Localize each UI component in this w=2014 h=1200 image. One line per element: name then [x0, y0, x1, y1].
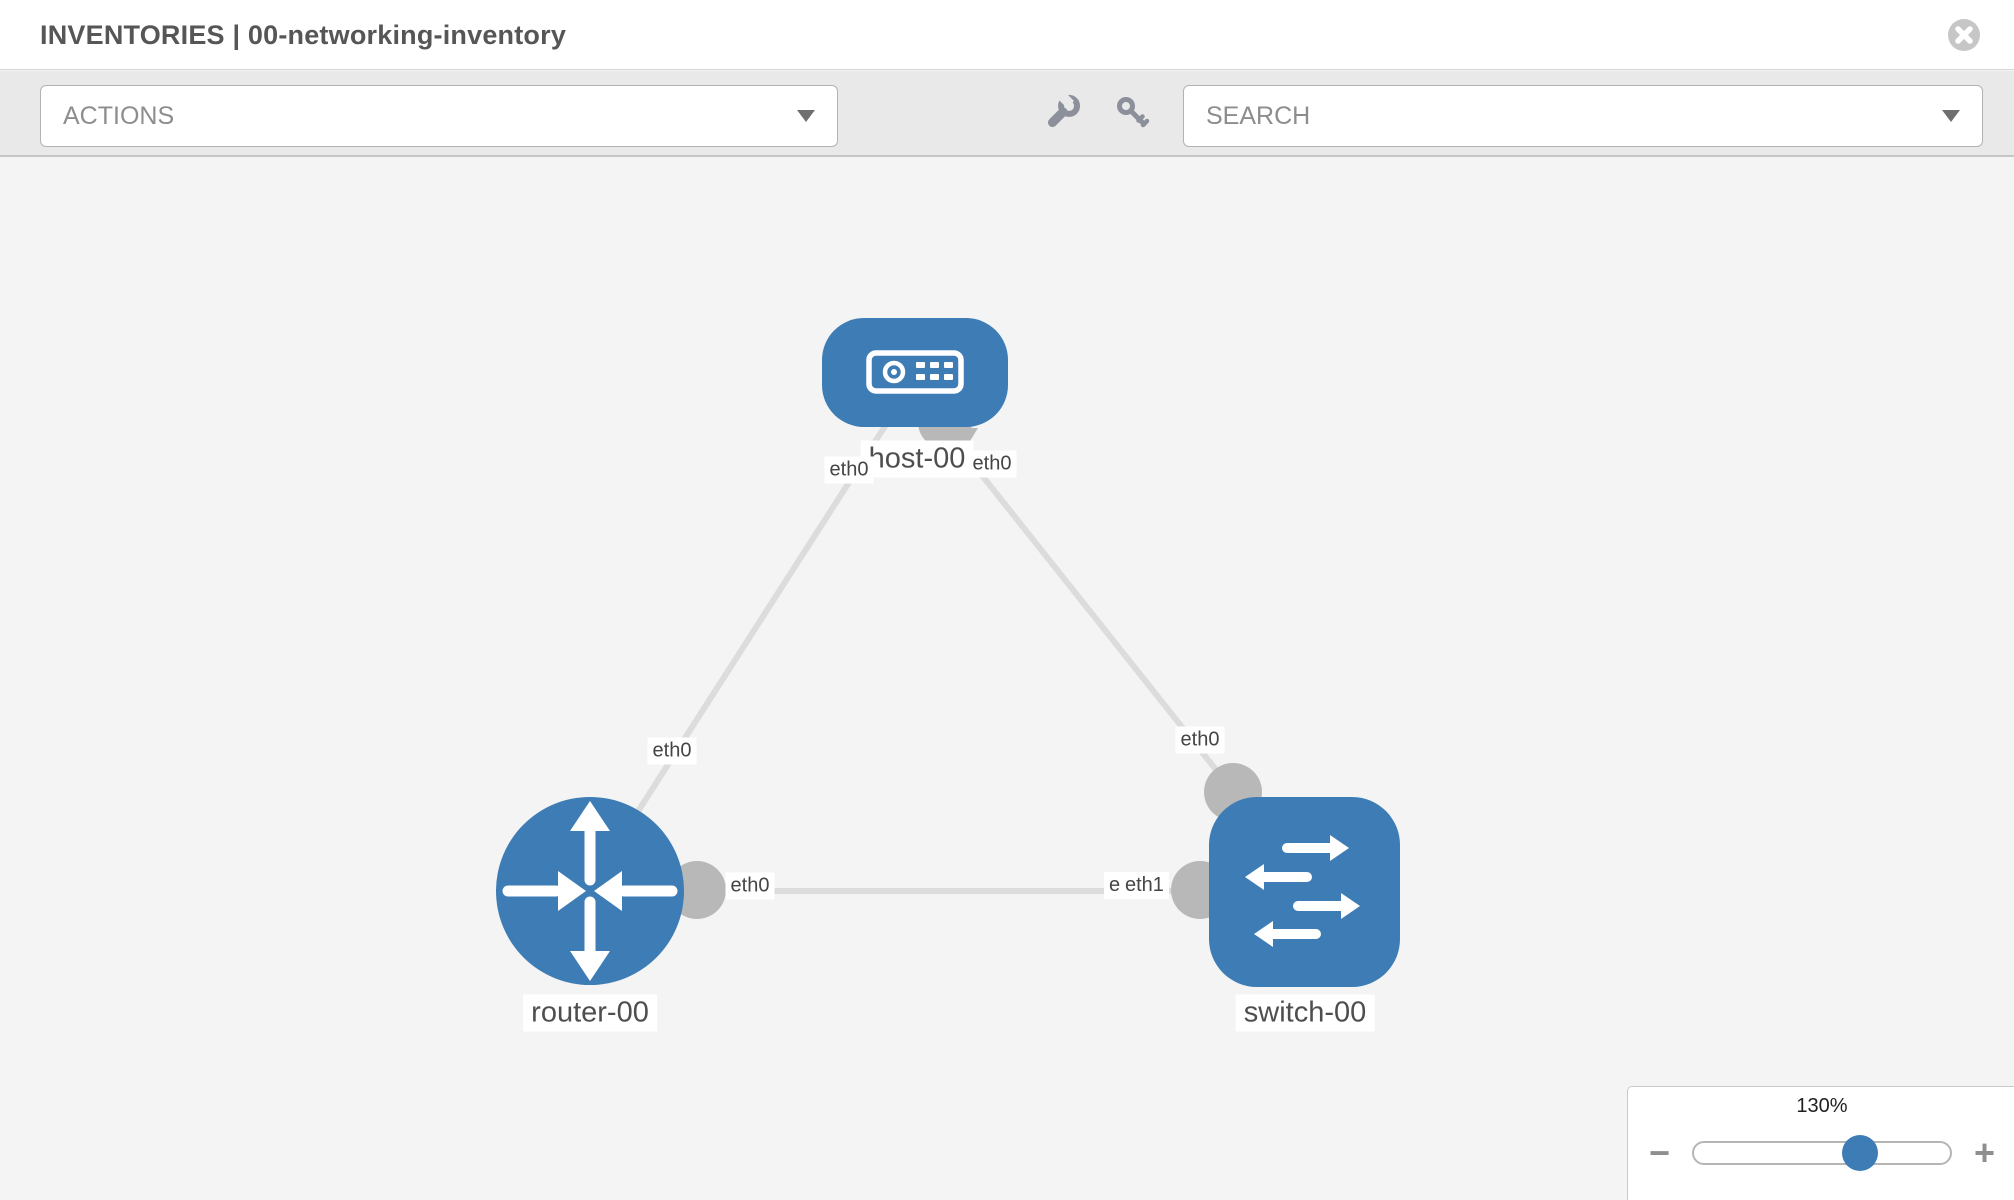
search-dropdown[interactable]: SEARCH	[1183, 85, 1983, 147]
tools-button[interactable]	[1040, 92, 1084, 136]
zoom-out-button[interactable]: −	[1645, 1135, 1674, 1171]
node-switch[interactable]	[1209, 797, 1400, 987]
node-host[interactable]	[822, 318, 1008, 427]
close-icon	[1948, 19, 1980, 51]
key-button[interactable]	[1112, 92, 1156, 136]
close-button[interactable]	[1944, 15, 1984, 55]
node-router[interactable]	[496, 797, 684, 985]
actions-dropdown[interactable]: ACTIONS	[40, 85, 838, 147]
caret-down-icon	[1942, 110, 1960, 122]
actions-dropdown-label: ACTIONS	[63, 101, 175, 130]
node-label-router: router-00	[523, 994, 657, 1032]
zoom-slider-thumb[interactable]	[1842, 1135, 1879, 1171]
page-header: INVENTORIES | 00-networking-inventory	[0, 0, 2014, 70]
interface-label-switch-left-eth1: eth1	[1120, 872, 1169, 899]
interface-label-switch-top: eth0	[1175, 726, 1225, 754]
page-title: INVENTORIES | 00-networking-inventory	[40, 20, 567, 50]
router-icon	[502, 801, 678, 981]
wrench-icon	[1047, 93, 1081, 128]
zoom-controls: − +	[1628, 1123, 2014, 1183]
node-label-switch: switch-00	[1235, 994, 1375, 1032]
toolbar: ACTIONS	[0, 71, 2014, 157]
interface-label-host-left: eth0	[824, 456, 874, 484]
zoom-level-text: 130%	[1796, 1095, 1848, 1117]
zoom-in-button[interactable]: +	[1970, 1135, 1999, 1171]
toolbar-icons	[1040, 71, 1156, 157]
search-dropdown-label: SEARCH	[1206, 101, 1311, 130]
interface-label-router-right: eth0	[725, 872, 775, 900]
key-icon	[1117, 97, 1150, 128]
zoom-slider-track[interactable]	[1692, 1135, 1952, 1171]
interface-label-router-top: eth0	[647, 737, 697, 765]
host-icon	[866, 350, 964, 394]
interface-label-host-right: eth0	[967, 450, 1017, 478]
topology-canvas[interactable]	[0, 157, 2014, 1200]
node-label-host: host-00	[860, 440, 974, 478]
caret-down-icon	[797, 110, 815, 122]
zoom-panel: 130% − +	[1627, 1086, 2014, 1200]
switch-icon	[1245, 835, 1360, 947]
